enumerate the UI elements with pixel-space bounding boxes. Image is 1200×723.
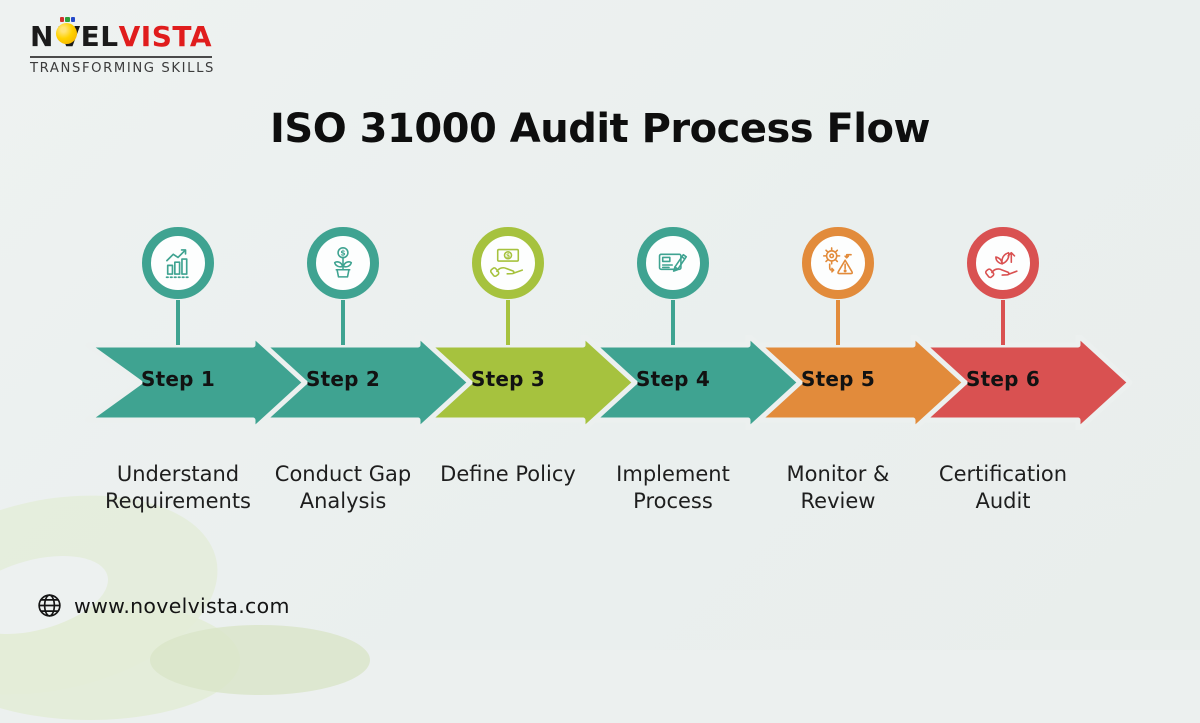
- process-arrow-band: [85, 335, 1133, 430]
- step-description: Define Policy: [440, 462, 576, 486]
- hand-plant-icon: [984, 251, 1018, 279]
- step-label: Step 6: [966, 367, 1040, 391]
- step-label: Step 5: [801, 367, 875, 391]
- connector-line: [506, 300, 510, 345]
- connector-line: [836, 300, 840, 345]
- gear-warning-icon: [822, 247, 854, 275]
- connector-line: [1001, 300, 1005, 345]
- svg-text:$: $: [506, 252, 510, 259]
- lightbulb-icon: [55, 17, 77, 46]
- connector-line: [176, 300, 180, 345]
- logo-text-suffix: VISTA: [118, 20, 212, 53]
- step-description: Monitor & Review: [786, 462, 890, 514]
- connector-line: [341, 300, 345, 345]
- growth-chart-icon: [165, 249, 189, 279]
- step-description: Implement Process: [616, 462, 730, 514]
- logo-divider: [30, 55, 212, 58]
- step-description: Conduct Gap Analysis: [274, 462, 412, 514]
- step-icon-circle: [802, 227, 874, 299]
- step-label: Step 4: [636, 367, 710, 391]
- step-icon-circle: $: [472, 227, 544, 299]
- step-icon-circle: $: [307, 227, 379, 299]
- novelvista-logo: N VEL VISTA TRANSFORMING SKILLS: [30, 17, 215, 76]
- step-description: Understand Requirements: [105, 462, 251, 514]
- step-label: Step 3: [471, 367, 545, 391]
- step-description: Certification Audit: [938, 462, 1068, 514]
- website-url[interactable]: www.novelvista.com: [74, 593, 290, 618]
- page-title: ISO 31000 Audit Process Flow: [270, 106, 930, 152]
- money-plant-icon: $: [333, 247, 353, 278]
- step-label: Step 2: [306, 367, 380, 391]
- step-icon-circle: [142, 227, 214, 299]
- step-label: Step 1: [141, 367, 215, 391]
- step-icon-circle: [637, 227, 709, 299]
- svg-text:$: $: [340, 248, 345, 257]
- hand-money-icon: $: [489, 248, 524, 278]
- globe-icon: [38, 594, 61, 617]
- step-icon-circle: [967, 227, 1039, 299]
- logo-text-prefix: N: [30, 20, 54, 53]
- document-pencil-icon: [658, 253, 688, 272]
- logo-tagline: TRANSFORMING SKILLS: [30, 60, 215, 76]
- footer: www.novelvista.com: [36, 592, 290, 619]
- step-arrow: [85, 335, 308, 430]
- connector-line: [671, 300, 675, 345]
- logo-wordmark: N VEL VISTA: [30, 17, 212, 53]
- decorative-blob: [150, 625, 370, 695]
